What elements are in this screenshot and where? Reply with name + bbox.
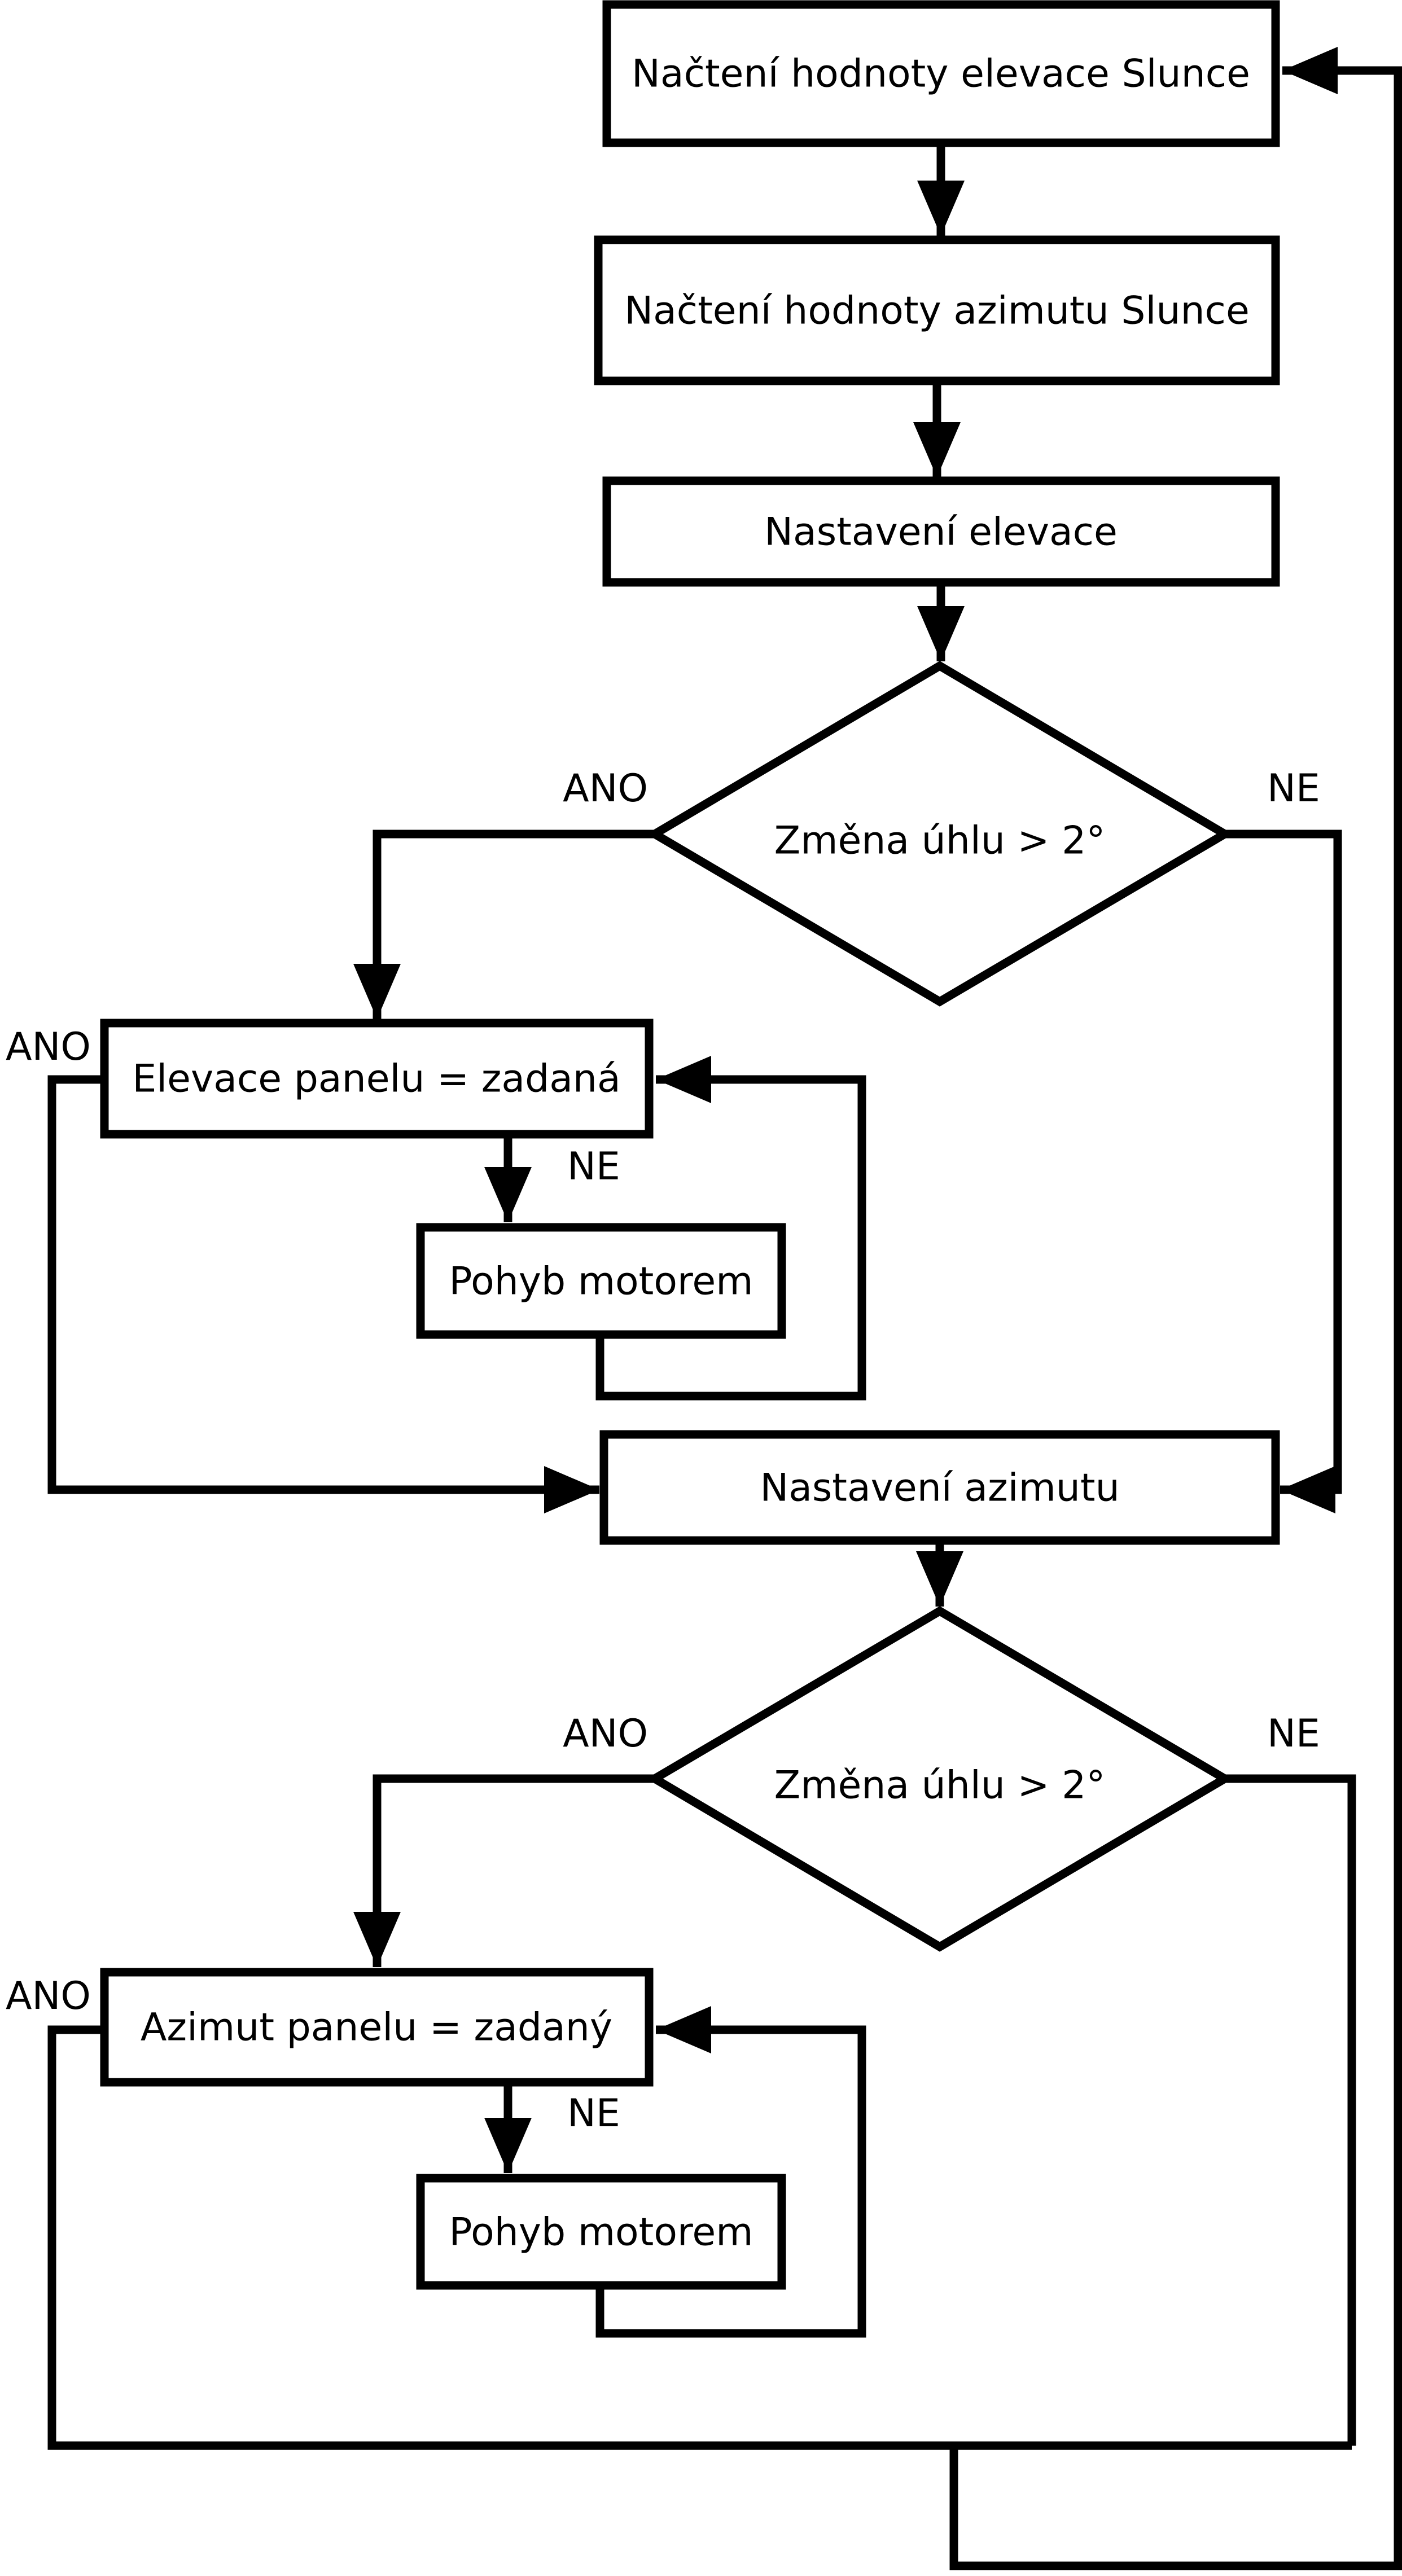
flow-line-return-to-start [949, 47, 1402, 2570]
flow-line-decision2-yes [353, 1774, 655, 1967]
flow-line-motor-azimuth-loop [595, 2006, 866, 2338]
process-box-azimuth-equal [100, 1968, 654, 2087]
branch-label-ne-decision2: NE [1267, 1712, 1320, 1756]
process-box-set-azimuth [599, 1430, 1280, 1545]
process-box-motor-move-azimuth [416, 2174, 786, 2290]
branch-label-ne-decision1: NE [1267, 766, 1320, 811]
branch-label-ano-azimuth-equal: ANO [6, 1974, 91, 2018]
flow-line-decision1-yes [353, 830, 655, 1019]
process-box-load-elevation [602, 0, 1280, 147]
process-box-load-azimuth [594, 235, 1280, 385]
flow-line-azimuth-equal-yes-bottom-rail [47, 2025, 1352, 2450]
decision-label-azimuth: Změna úhlu > 2° [774, 1763, 1106, 1808]
branch-label-ne-azimuth-equal: NE [567, 2091, 620, 2136]
process-box-set-elevation [602, 476, 1280, 587]
decision-label-elevation: Změna úhlu > 2° [774, 819, 1106, 863]
process-label-set-elevation: Nastavení elevace [764, 510, 1118, 555]
branch-label-ne-elevation-equal: NE [567, 1144, 620, 1189]
process-box-elevation-equal [100, 1019, 654, 1139]
process-label-load-azimuth: Načtení hodnoty azimutu Slunce [624, 289, 1250, 333]
process-label-motor-move-elevation: Pohyb motorem [449, 1260, 753, 1304]
process-label-elevation-equal: Elevace panelu = zadaná [132, 1057, 620, 1102]
process-label-set-azimuth: Nastavení azimutu [760, 1466, 1119, 1511]
flow-line-elevation-equal-yes [47, 1075, 599, 1513]
decision-diamond-azimuth [646, 1606, 1233, 1952]
process-label-motor-move-azimuth: Pohyb motorem [449, 2210, 753, 2255]
branch-label-ano-elevation-equal: ANO [6, 1025, 91, 1069]
process-label-azimuth-equal: Azimut panelu = zadaný [141, 2005, 612, 2050]
process-label-load-elevation: Načtení hodnoty elevace Slunce [632, 52, 1250, 96]
flow-line-decision1-no [1225, 830, 1342, 1513]
branch-label-ano-decision2: ANO [563, 1712, 648, 1756]
branch-label-ano-decision1: ANO [563, 766, 648, 811]
process-box-motor-move-elevation [416, 1223, 786, 1339]
flow-line-motor-elevation-loop [595, 1056, 866, 1401]
flow-line-decision2-no [1225, 1774, 1356, 2446]
decision-diamond-elevation [646, 661, 1233, 1007]
